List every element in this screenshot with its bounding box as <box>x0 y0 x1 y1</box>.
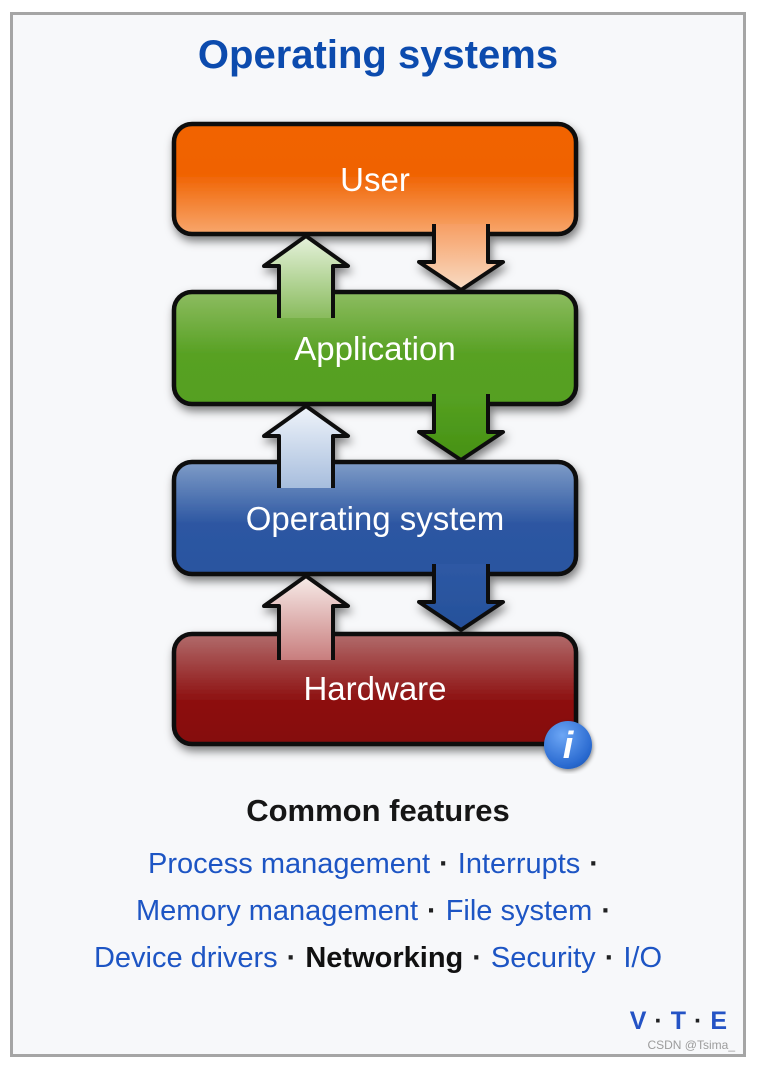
layer-label-hardware: Hardware <box>303 670 446 707</box>
info-icon[interactable]: i <box>544 721 592 769</box>
csdn-watermark: CSDN @Tsima_ <box>647 1038 735 1052</box>
navbox-title[interactable]: Operating systems <box>197 33 559 77</box>
down-arrow-os-to-hardware <box>417 564 505 632</box>
up-arrow-hardware-to-os <box>262 574 350 660</box>
link-process-management[interactable]: Process management <box>148 848 431 880</box>
link-file-system[interactable]: File system <box>445 895 593 927</box>
view-template-link[interactable]: V <box>629 1007 647 1035</box>
dot-separator: · <box>693 1007 703 1035</box>
link-interrupts[interactable]: Interrupts <box>457 848 581 880</box>
dot-separator: · <box>286 942 297 974</box>
edit-template-link[interactable]: E <box>710 1007 727 1035</box>
layer-label-user: User <box>340 161 410 198</box>
dot-separator: · <box>472 942 482 974</box>
svg-text:i: i <box>563 725 575 767</box>
dot-separator: · <box>601 895 612 927</box>
dot-separator: · <box>439 848 449 880</box>
layer-label-operating-system: Operating system <box>246 500 505 537</box>
current-page-networking: Networking <box>305 942 464 974</box>
link-device-drivers[interactable]: Device drivers <box>93 942 278 974</box>
down-arrow-application-to-os <box>417 394 505 462</box>
dot-separator: · <box>604 942 615 974</box>
layer-box-application <box>171 289 579 407</box>
up-arrow-application-to-user <box>262 234 350 318</box>
os-placement-diagram[interactable]: User Application Operating system Hardwa… <box>158 116 598 774</box>
feature-line-3: Device drivers·Networking·Security·I/O <box>13 935 743 982</box>
layer-box-hardware <box>171 631 579 747</box>
layer-label-application: Application <box>294 330 455 367</box>
down-arrow-user-to-application <box>417 224 505 292</box>
feature-line-1: Process management·Interrupts· <box>13 841 743 888</box>
link-security[interactable]: Security <box>490 942 596 974</box>
vte-links: V·T·E <box>630 1007 727 1036</box>
link-memory-management[interactable]: Memory management <box>135 895 419 927</box>
talk-template-link[interactable]: T <box>670 1007 686 1035</box>
layer-box-user <box>171 121 579 237</box>
feature-line-2: Memory management·File system· <box>13 888 743 935</box>
dot-separator: · <box>654 1007 663 1035</box>
link-io[interactable]: I/O <box>623 942 663 974</box>
navbox-panel: Operating systems <box>10 12 746 1057</box>
up-arrow-os-to-application <box>262 404 350 488</box>
layer-box-operating-system <box>171 459 579 577</box>
dot-separator: · <box>589 848 599 880</box>
feature-links: Process management·Interrupts· Memory ma… <box>13 841 743 982</box>
dot-separator: · <box>427 895 437 927</box>
common-features-heading: Common features <box>246 793 510 828</box>
